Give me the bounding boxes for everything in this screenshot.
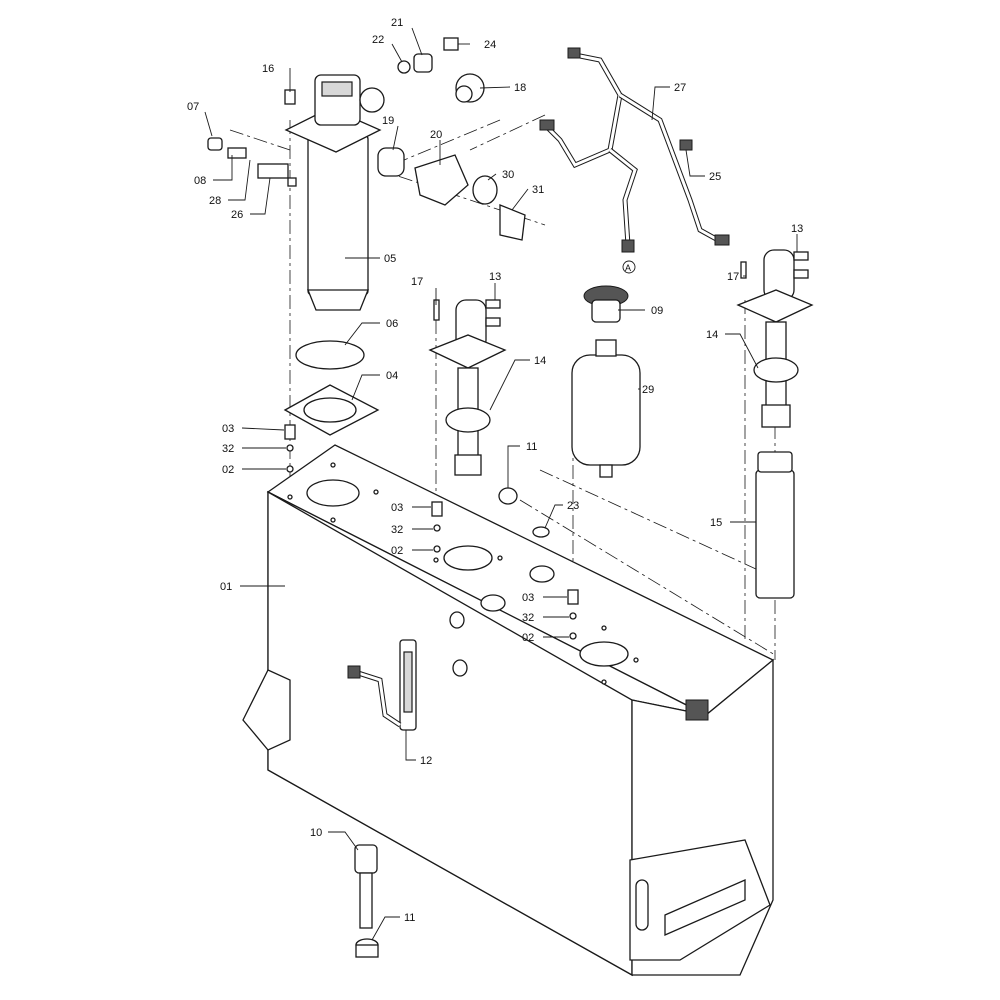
callout-07: 07 xyxy=(187,101,199,113)
breather-left xyxy=(428,299,507,476)
callout-31: 31 xyxy=(532,184,544,196)
callout-17-left: 17 xyxy=(411,276,423,288)
callout-32-b: 32 xyxy=(391,524,403,536)
callout-17-right: 17 xyxy=(727,271,739,283)
connector-a-marker: A xyxy=(625,263,631,273)
callout-20: 20 xyxy=(430,129,442,141)
callout-12: 12 xyxy=(420,755,432,767)
callout-32-a: 32 xyxy=(222,443,234,455)
callout-03-a: 03 xyxy=(222,423,234,435)
callout-18: 18 xyxy=(514,82,526,94)
callout-14-right: 14 xyxy=(706,329,718,341)
filter-element xyxy=(755,451,795,599)
callout-14-left: 14 xyxy=(534,355,546,367)
leader-lines xyxy=(204,27,798,941)
callout-26: 26 xyxy=(231,209,243,221)
callout-29: 29 xyxy=(642,384,654,396)
callout-16: 16 xyxy=(262,63,274,75)
wiring-harness xyxy=(539,47,730,253)
drain-valve xyxy=(354,844,379,958)
callout-03-b: 03 xyxy=(391,502,403,514)
callout-27: 27 xyxy=(674,82,686,94)
callout-21: 21 xyxy=(391,17,403,29)
callout-04: 04 xyxy=(386,370,398,382)
fittings-top xyxy=(207,37,526,241)
assembly-centerlines xyxy=(229,114,781,691)
callout-25: 25 xyxy=(709,171,721,183)
callout-22: 22 xyxy=(372,34,384,46)
callout-06: 06 xyxy=(386,318,398,330)
callout-02-c: 02 xyxy=(522,632,534,644)
callout-08: 08 xyxy=(194,175,206,187)
callout-11-top: 11 xyxy=(526,441,537,453)
callout-09: 09 xyxy=(651,305,663,317)
o-ring-06 xyxy=(295,340,365,370)
filler-cap xyxy=(583,285,629,323)
callout-24: 24 xyxy=(484,39,496,51)
callout-labels: 21 22 24 16 18 07 19 20 27 08 28 26 30 3… xyxy=(187,17,803,924)
callout-13-right: 13 xyxy=(791,223,803,235)
breather-right xyxy=(736,249,814,428)
callout-01: 01 xyxy=(220,581,232,593)
callout-32-c: 32 xyxy=(522,612,534,624)
callout-10: 10 xyxy=(310,827,322,839)
gasket-04 xyxy=(283,384,380,436)
callout-03-c: 03 xyxy=(522,592,534,604)
level-gauge xyxy=(347,639,417,731)
callout-11-bottom: 11 xyxy=(404,912,415,924)
callout-05: 05 xyxy=(384,253,396,265)
callout-02-b: 02 xyxy=(391,545,403,557)
callout-23: 23 xyxy=(567,500,579,512)
hydraulic-tank xyxy=(242,444,775,977)
small-parts xyxy=(284,424,579,677)
callout-30: 30 xyxy=(502,169,514,181)
callout-15: 15 xyxy=(710,517,722,529)
return-filter xyxy=(284,74,385,311)
callout-28: 28 xyxy=(209,195,221,207)
callout-02-a: 02 xyxy=(222,464,234,476)
accumulator xyxy=(571,339,641,478)
callout-13-left: 13 xyxy=(489,271,501,283)
callout-19: 19 xyxy=(382,115,394,127)
